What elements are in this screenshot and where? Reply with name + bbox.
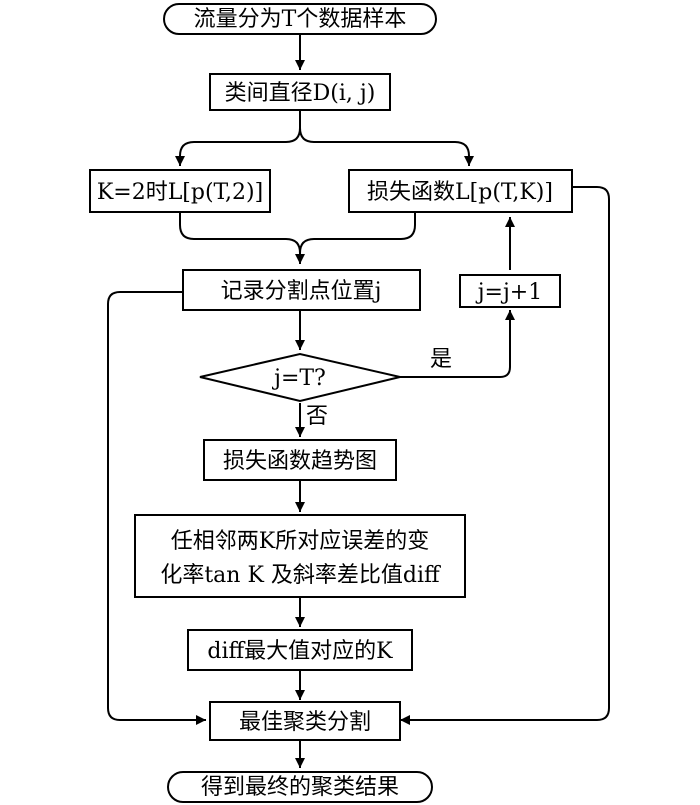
edge-label-yes: 是 <box>430 347 452 372</box>
node-increment-text: j=j+1 <box>475 280 543 305</box>
edge-loss-to-best <box>400 186 610 725</box>
node-diameter-text: 类间直径D(i, j) <box>225 81 376 106</box>
node-trend-text: 损失函数趋势图 <box>223 449 377 474</box>
node-maxdiff: diff最大值对应的K <box>187 629 413 671</box>
node-best-text: 最佳聚类分割 <box>239 710 371 735</box>
node-end-text: 得到最终的聚类结果 <box>201 775 399 800</box>
connectors <box>107 30 610 768</box>
edge-k2-to-record <box>179 212 305 264</box>
node-loss: 损失函数L[p(T,K)] <box>348 169 573 213</box>
node-loss-text: 损失函数L[p(T,K)] <box>367 180 553 205</box>
node-record: 记录分割点位置j <box>182 269 421 311</box>
node-start-text: 流量分为T个数据样本 <box>194 7 407 32</box>
node-increment: j=j+1 <box>459 274 561 308</box>
edge-decision-yes <box>400 310 515 378</box>
node-k2: K=2时L[p(T,2)] <box>89 169 271 213</box>
node-trend: 损失函数趋势图 <box>203 439 397 481</box>
edge-diameter-to-k2 <box>175 110 301 166</box>
edge-record-loop-to-best <box>107 291 206 725</box>
edge-label-no: 否 <box>306 404 328 429</box>
node-decision-text: j=T? <box>271 366 326 391</box>
node-rate-line2: 化率tan K 及斜率差比值diff <box>160 563 441 588</box>
node-decision: j=T? <box>199 352 401 403</box>
node-diameter: 类间直径D(i, j) <box>209 73 391 111</box>
node-end: 得到最终的聚类结果 <box>167 771 433 803</box>
node-start: 流量分为T个数据样本 <box>163 3 437 35</box>
node-k2-text: K=2时L[p(T,2)] <box>97 180 263 205</box>
node-record-text: 记录分割点位置j <box>221 279 382 304</box>
node-maxdiff-text: diff最大值对应的K <box>207 639 393 664</box>
edge-diameter-to-loss <box>299 127 474 166</box>
node-rate: 任相邻两K所对应误差的变 化率tan K 及斜率差比值diff <box>134 514 466 598</box>
node-best: 最佳聚类分割 <box>209 701 401 741</box>
node-rate-line1: 任相邻两K所对应误差的变 <box>171 529 429 554</box>
edge-loss-to-record <box>299 212 416 254</box>
